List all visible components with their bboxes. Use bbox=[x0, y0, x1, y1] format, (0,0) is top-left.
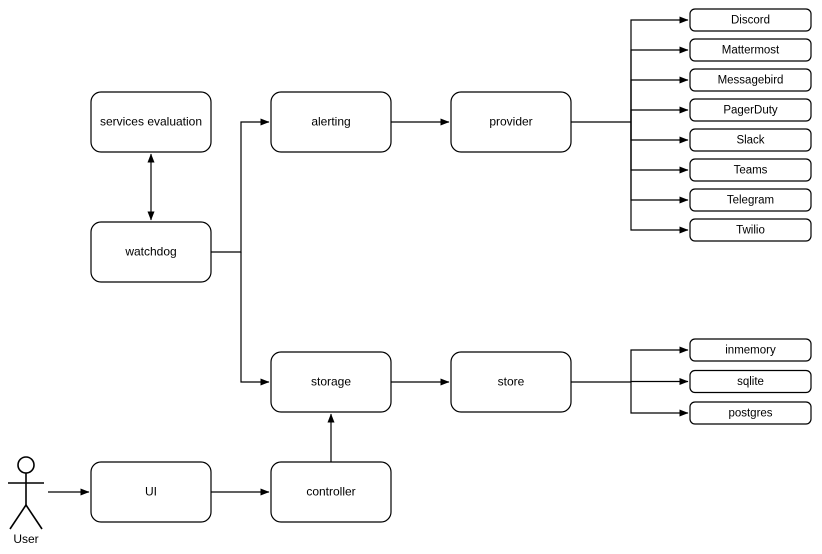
node-label: services evaluation bbox=[100, 115, 202, 129]
node-controller[interactable]: controller bbox=[270, 461, 392, 523]
edge-watchdog-to-storage bbox=[240, 252, 270, 386]
provider-leaf-messagebird[interactable]: Messagebird bbox=[689, 68, 812, 92]
node-store[interactable]: store bbox=[450, 351, 572, 413]
leaves-layer: DiscordMattermostMessagebirdPagerDutySla… bbox=[689, 8, 812, 425]
leaf-box bbox=[689, 338, 812, 362]
store-leaf-inmemory[interactable]: inmemory bbox=[689, 338, 812, 362]
edges-layer bbox=[48, 16, 689, 496]
leaf-box bbox=[689, 401, 812, 425]
leaf-label: inmemory bbox=[725, 345, 776, 357]
leaf-box bbox=[689, 8, 812, 32]
store-leaf-postgres[interactable]: postgres bbox=[689, 401, 812, 425]
node-box bbox=[270, 351, 392, 413]
actor-label: User bbox=[13, 532, 38, 546]
leaf-box bbox=[689, 369, 812, 394]
node-watchdog[interactable]: watchdog bbox=[90, 221, 212, 283]
store-leaf-sqlite[interactable]: sqlite bbox=[689, 369, 812, 394]
leaf-box bbox=[689, 38, 812, 62]
leaf-box bbox=[689, 98, 812, 122]
node-provider[interactable]: provider bbox=[450, 91, 572, 153]
edge-provider-fanout-to-messagebird bbox=[630, 76, 689, 122]
edge-provider-fanout-to-teams bbox=[630, 122, 689, 174]
leaf-label: Mattermost bbox=[722, 45, 780, 57]
leaf-label: Messagebird bbox=[718, 75, 784, 87]
node-services-evaluation[interactable]: services evaluation bbox=[90, 91, 212, 153]
node-box bbox=[90, 91, 212, 153]
leaf-label: Discord bbox=[731, 15, 770, 27]
actor: User bbox=[8, 456, 44, 546]
edge-store-fanout-to-postgres bbox=[630, 382, 689, 417]
leaf-label: PagerDuty bbox=[723, 105, 778, 117]
edge-provider-fanout-to-mattermost bbox=[630, 46, 689, 122]
node-box bbox=[450, 351, 572, 413]
node-label: store bbox=[498, 375, 525, 389]
node-label: alerting bbox=[311, 115, 350, 129]
edge-provider-fanout-to-telegram bbox=[630, 122, 689, 204]
actor-leg-right-icon bbox=[25, 504, 43, 530]
edge-watchdog-to-alerting bbox=[211, 118, 270, 253]
provider-leaf-slack[interactable]: Slack bbox=[689, 128, 812, 152]
actor-head-icon bbox=[17, 456, 35, 474]
provider-leaf-telegram[interactable]: Telegram bbox=[689, 188, 812, 212]
node-label: provider bbox=[489, 115, 532, 129]
edge-provider-fanout-to-twilio bbox=[630, 122, 689, 234]
leaf-box bbox=[689, 68, 812, 92]
leaf-label: Slack bbox=[736, 135, 764, 147]
edge-provider-fanout-to-slack bbox=[630, 122, 689, 144]
node-box bbox=[270, 91, 392, 153]
actor-leg-left-icon bbox=[9, 504, 27, 530]
provider-leaf-twilio[interactable]: Twilio bbox=[689, 218, 812, 242]
provider-leaf-teams[interactable]: Teams bbox=[689, 158, 812, 182]
leaf-label: Teams bbox=[734, 165, 768, 177]
edge-store-fanout-to-sqlite bbox=[630, 378, 689, 385]
provider-leaf-mattermost[interactable]: Mattermost bbox=[689, 38, 812, 62]
nodes-layer: services evaluation watchdog alerting provi… bbox=[90, 91, 572, 523]
node-label: watchdog bbox=[124, 245, 176, 259]
node-storage[interactable]: storage bbox=[270, 351, 392, 413]
leaf-box bbox=[689, 188, 812, 212]
node-label: controller bbox=[306, 485, 355, 499]
node-box bbox=[450, 91, 572, 153]
node-alerting[interactable]: alerting bbox=[270, 91, 392, 153]
node-label: UI bbox=[145, 485, 157, 499]
node-box bbox=[90, 461, 212, 523]
edge-provider-fanout-to-pagerduty bbox=[630, 106, 689, 122]
node-box bbox=[90, 221, 212, 283]
leaf-label: postgres bbox=[728, 408, 772, 420]
node-label: storage bbox=[311, 375, 351, 389]
edge-provider-fanout-to-discord bbox=[630, 16, 689, 122]
leaf-box bbox=[689, 158, 812, 182]
leaf-label: Twilio bbox=[736, 225, 765, 237]
leaf-box bbox=[689, 128, 812, 152]
provider-leaf-discord[interactable]: Discord bbox=[689, 8, 812, 32]
edge-store-fanout-to-inmemory bbox=[630, 346, 689, 382]
provider-leaf-pagerduty[interactable]: PagerDuty bbox=[689, 98, 812, 122]
leaf-label: sqlite bbox=[737, 376, 764, 388]
leaf-box bbox=[689, 218, 812, 242]
node-ui[interactable]: UI bbox=[90, 461, 212, 523]
leaf-label: Telegram bbox=[727, 195, 774, 207]
node-box bbox=[270, 461, 392, 523]
